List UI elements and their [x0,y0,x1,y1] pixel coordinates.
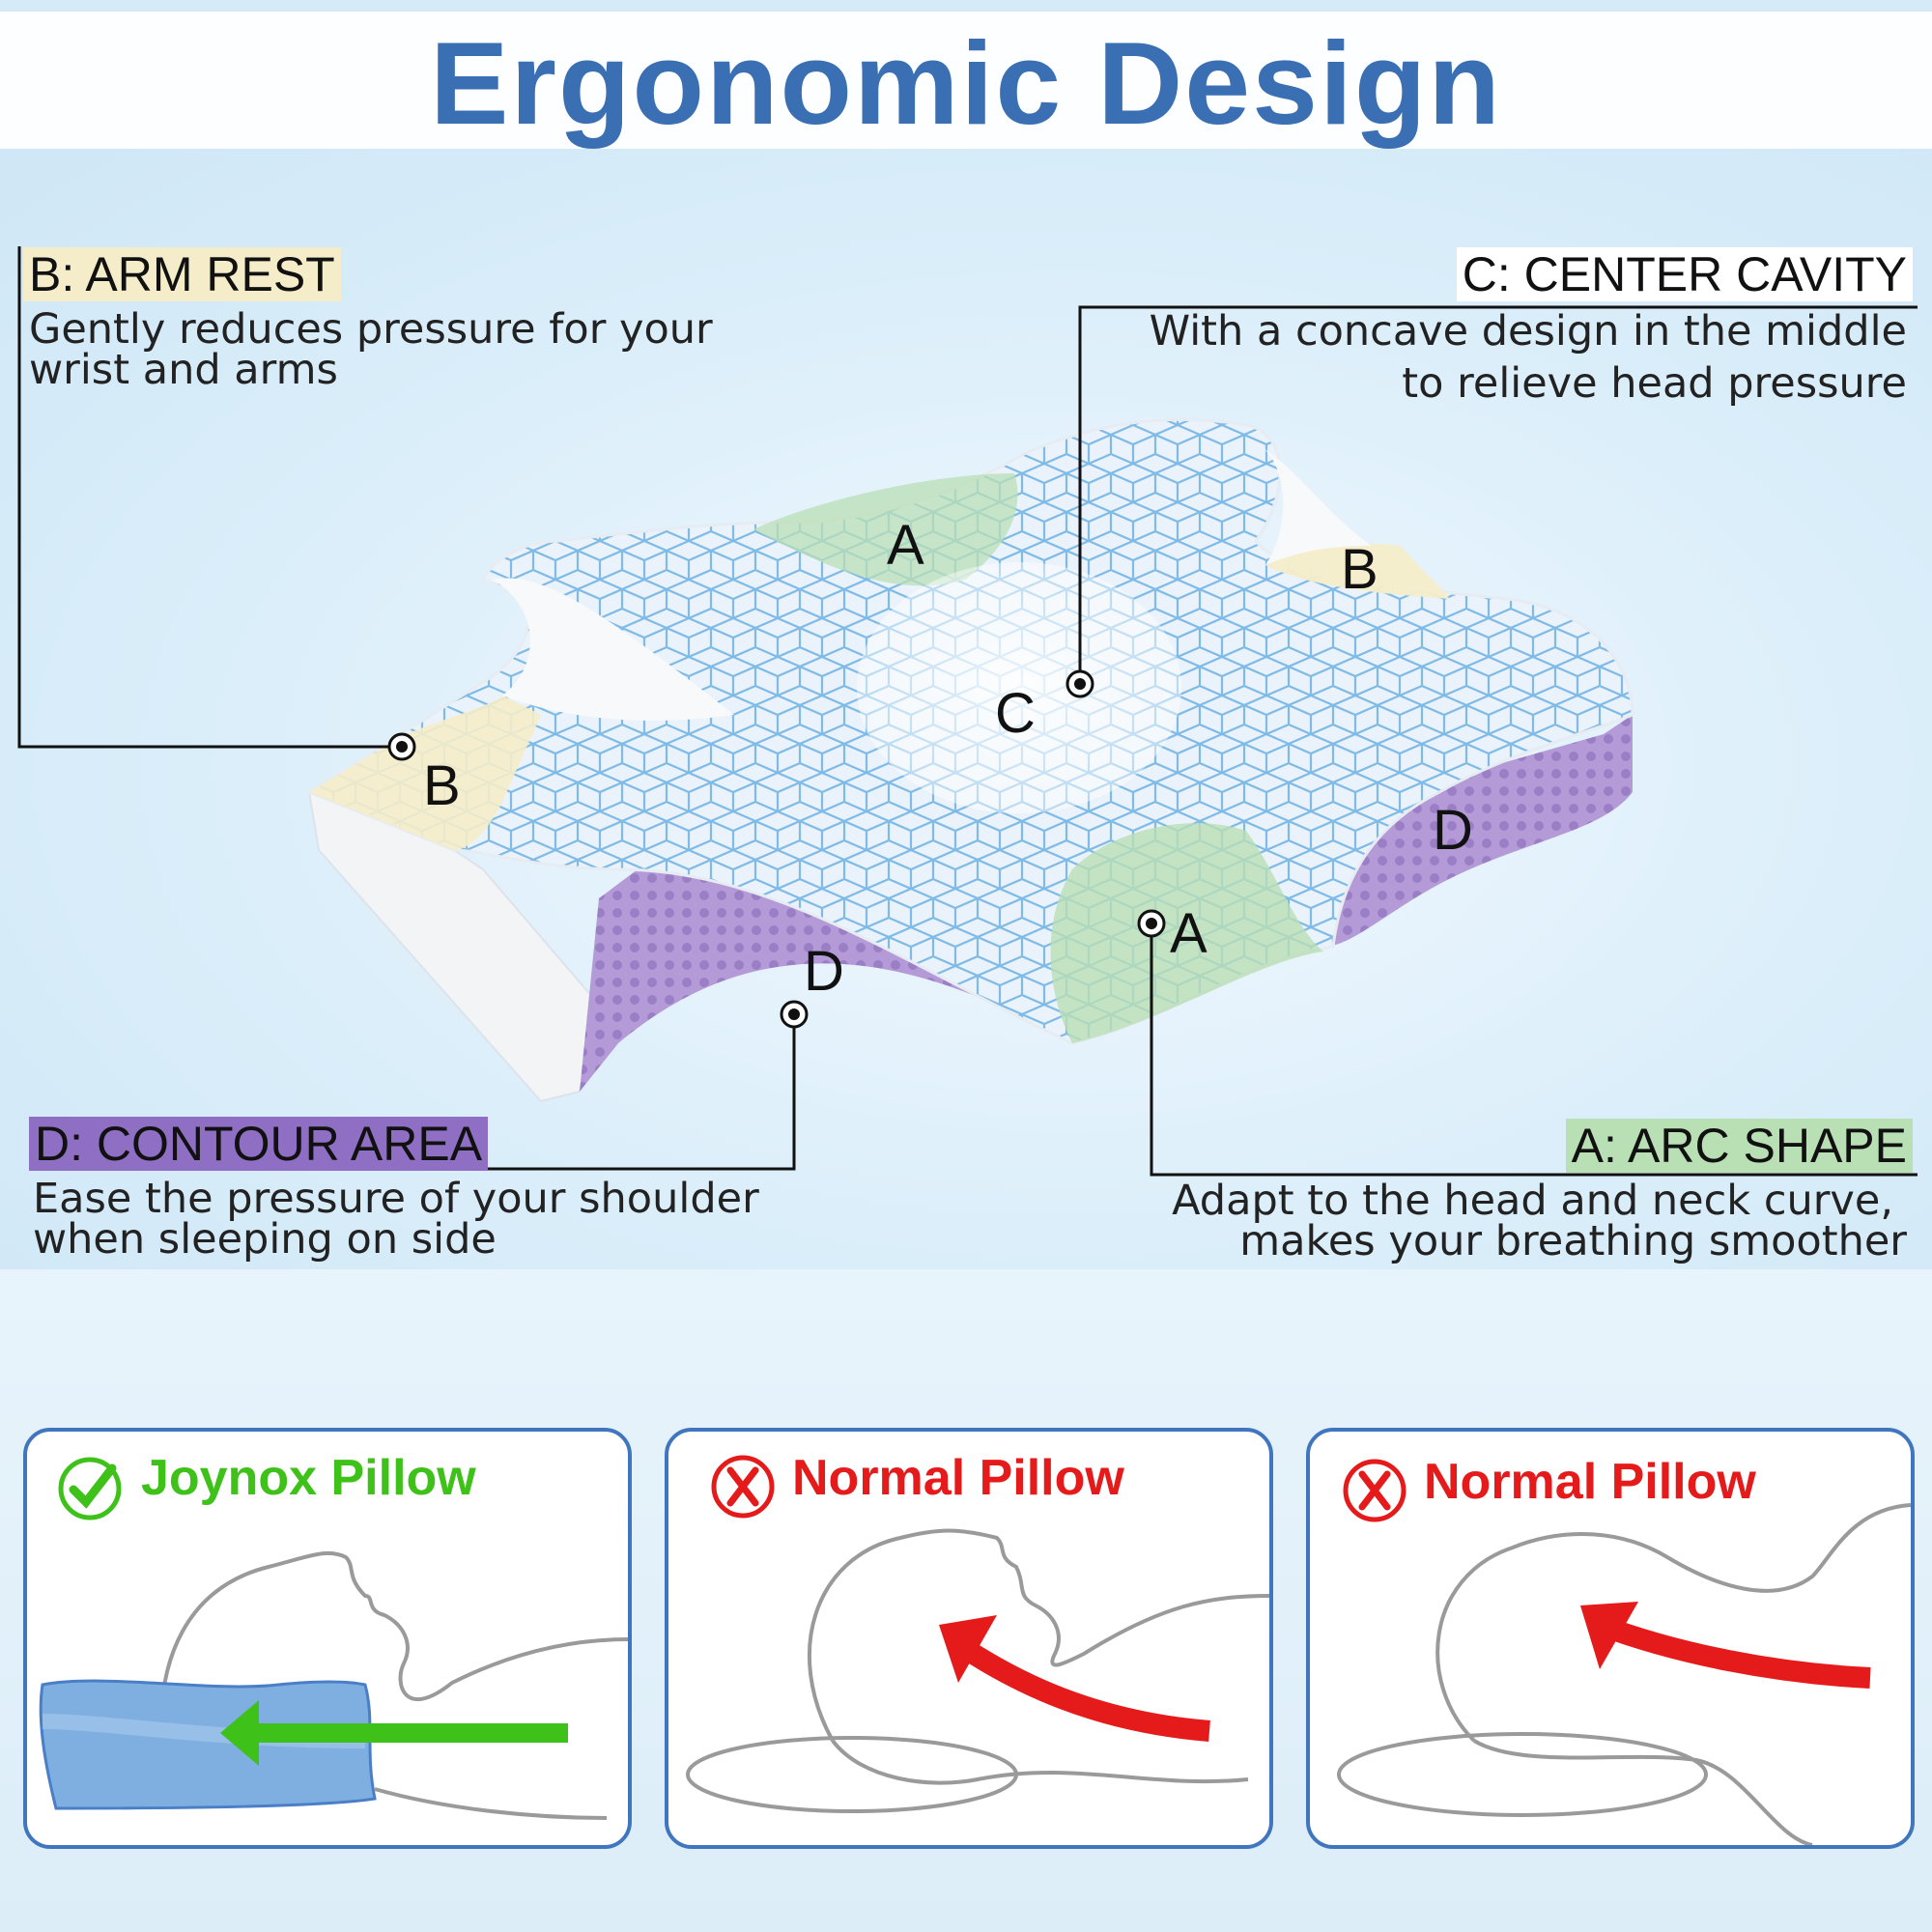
zone-label-b-left: B [423,754,461,817]
check-circle-icon [58,1457,122,1520]
contour-area-desc-line2: when sleeping on side [33,1215,497,1264]
card-label-joynox: Joynox Pillow [141,1450,476,1506]
cross-circle-icon [711,1455,775,1519]
pillow-diagram [17,246,1918,1177]
zone-label-a-top: A [887,514,924,577]
arm-rest-desc-line1: Gently reduces pressure for your [29,305,713,354]
center-cavity [857,562,1181,813]
callout-line-c [1078,305,1918,684]
page-title: Ergonomic Design [430,17,1502,149]
zone-label-b-right: B [1341,538,1378,601]
zone-label-d-left: D [804,940,844,1003]
arc-shape-top [753,473,1018,586]
card-label-normal-1: Normal Pillow [792,1450,1124,1506]
arc-shape-bottom [1050,823,1323,1043]
contour-area-heading: D: CONTOUR AREA [29,1117,489,1171]
callout-dots [387,669,1166,1029]
comparison-card-normal-1: Normal Pillow [665,1428,1273,1849]
arc-shape-heading: A: ARC SHAPE [1565,1119,1913,1173]
center-cavity-heading: C: CENTER CAVITY [1456,247,1913,301]
callout-line-a [1150,923,1918,1177]
comparison-card-normal-2: Normal Pillow [1306,1428,1915,1849]
arm-rest-left-white [493,578,734,721]
comparison-card-joynox: Joynox Pillow [23,1428,632,1849]
normal-pillow-illustration-1 [686,1528,1269,1813]
joynox-illustration [39,1550,628,1820]
cross-circle-icon [1343,1459,1406,1522]
arm-rest-heading: B: ARM REST [23,247,341,301]
zone-label-d-right: D [1433,799,1473,862]
center-cavity-desc-line2: to relieve head pressure [1402,359,1907,408]
zone-label-a-bottom: A [1170,902,1208,965]
center-cavity-desc-line1: With a concave design in the middle [1149,307,1907,355]
arm-rest-desc-line2: wrist and arms [29,346,338,394]
callout-line-b [17,246,402,749]
contour-area-desc-line1: Ease the pressure of your shoulder [33,1175,759,1223]
zone-label-c: C [995,682,1036,745]
contour-area-right [1323,715,1633,947]
title-band: Ergonomic Design [0,12,1932,150]
arm-rest-left [309,696,541,850]
arm-rest-right-white [1256,444,1372,565]
arc-shape-desc-line2: makes your breathing smoother [1239,1217,1907,1265]
card-label-normal-2: Normal Pillow [1424,1454,1756,1510]
normal-pillow-illustration-2 [1337,1503,1911,1845]
arm-rest-right [1265,543,1449,599]
arc-shape-desc-line1: Adapt to the head and neck curve, [1172,1177,1893,1225]
